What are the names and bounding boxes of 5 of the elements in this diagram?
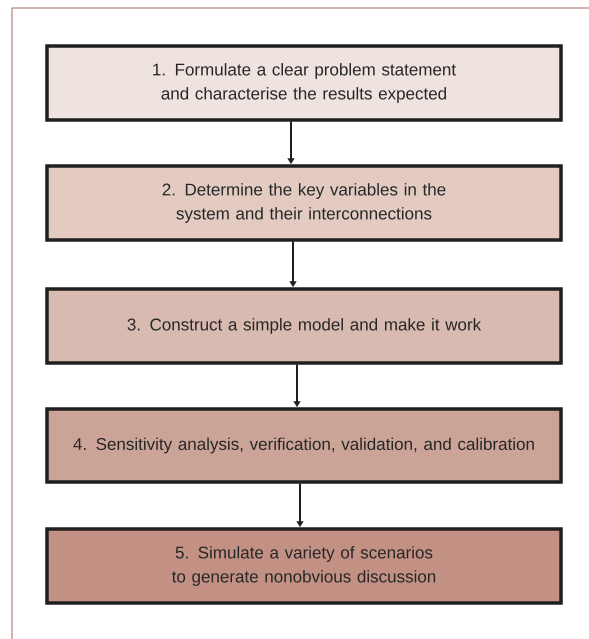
process-box: 2. Determine the key variables in the system and their interconnections <box>45 164 563 242</box>
process-box: 5. Simulate a variety of scenarios to generate nonobvious discussion <box>45 527 563 605</box>
process-box: 1. Formulate a clear problem statement and characterise the results expected <box>45 44 563 122</box>
process-box: 3. Construct a simple model and make it work <box>45 287 563 365</box>
process-box: 4. Sensitivity analysis, verification, validation, and calibration <box>45 407 563 484</box>
